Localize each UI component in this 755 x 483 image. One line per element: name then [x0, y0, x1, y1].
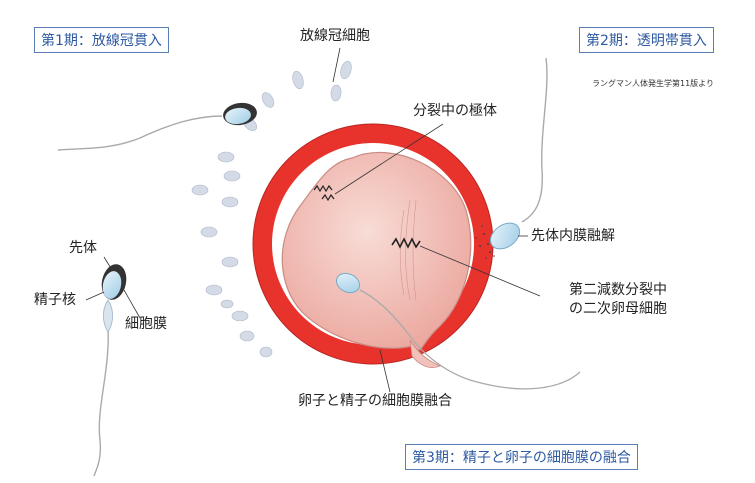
- meiosis-label-line1: 第二減数分裂中: [569, 282, 667, 298]
- cell-membrane-label: 細胞膜: [125, 316, 167, 332]
- stage2-label: 第2期：透明帯貫入: [579, 27, 714, 53]
- meiosis-label-line2: の二次卵母細胞: [569, 301, 667, 317]
- fusing-sperm: [335, 272, 581, 390]
- sperm-zona-penetration: [475, 57, 548, 259]
- stage1-label: 第1期：放線冠貫入: [34, 27, 169, 53]
- membrane-fusion-label: 卵子と精子の細胞膜融合: [298, 393, 452, 409]
- chromosomes: [391, 237, 421, 249]
- acrosome-reaction-label: 先体内膜融解: [531, 228, 615, 244]
- polar-body: [313, 184, 335, 202]
- leader-lines: [85, 47, 541, 393]
- sperm-nucleus-label: 精子核: [34, 292, 76, 308]
- polar-body-label: 分裂中の極体: [413, 103, 497, 119]
- source-credit: ラングマン人体発生学第11版より: [592, 79, 715, 88]
- acrosome-label: 先体: [69, 240, 97, 256]
- stage3-label: 第3期：精子と卵子の細胞膜の融合: [405, 444, 638, 470]
- sperm-corona-penetration: [57, 102, 257, 151]
- sperm-structure: [93, 264, 127, 477]
- corona-radiata-label: 放線冠細胞: [300, 28, 370, 44]
- meiotic-spindle: [399, 199, 417, 301]
